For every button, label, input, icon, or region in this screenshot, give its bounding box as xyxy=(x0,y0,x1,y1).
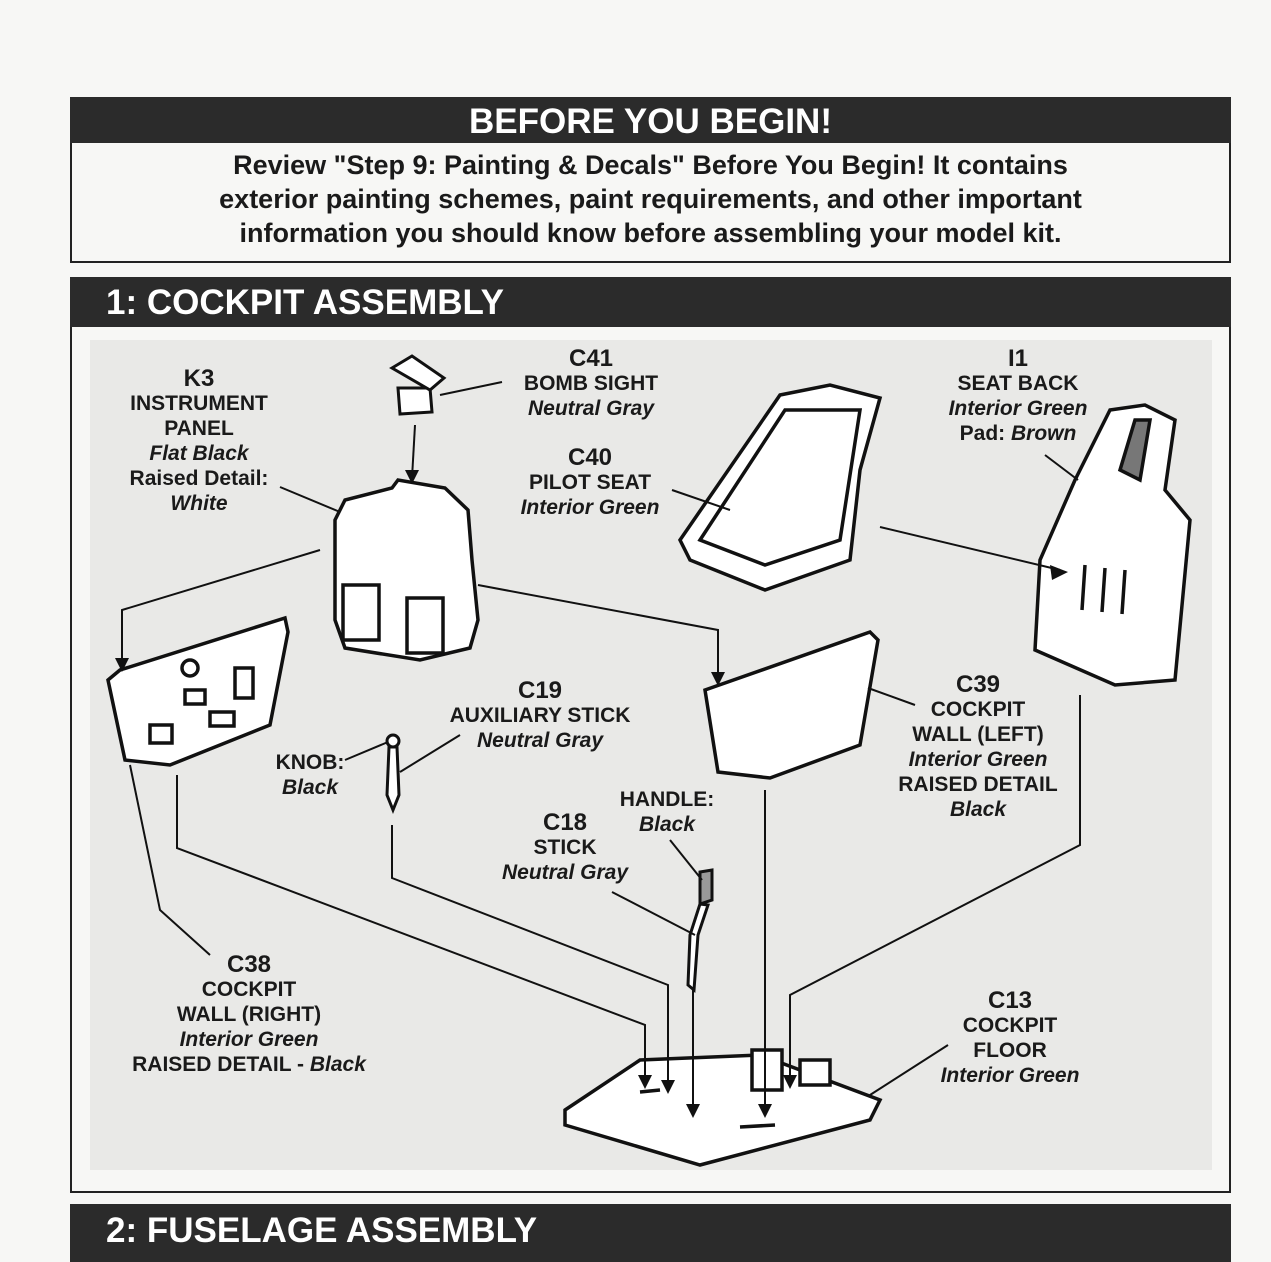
paint-color: Interior Green xyxy=(179,1028,319,1051)
part-name: FLOOR xyxy=(973,1039,1047,1062)
notice-line: information you should know before assem… xyxy=(239,218,1062,248)
part-name: COCKPIT xyxy=(930,698,1026,721)
fuselage-assembly-heading: 2: FUSELAGE ASSEMBLY xyxy=(70,1204,1231,1262)
cockpit-floor-part xyxy=(563,1048,883,1167)
paint-color: Interior Green xyxy=(948,397,1088,420)
paint-color: Neutral Gray xyxy=(527,397,655,420)
bomb-sight-part xyxy=(389,354,447,416)
label-i1-seat-back: I1 SEAT BACK Interior Green Pad: Brown xyxy=(918,346,1118,446)
assembly-diagram-panel xyxy=(90,340,1212,1170)
pad-label: Pad: xyxy=(959,422,1006,445)
part-name: SEAT BACK xyxy=(957,372,1079,395)
part-name: STICK xyxy=(533,836,597,859)
label-c19-auxiliary-stick: C19 AUXILIARY STICK Neutral Gray xyxy=(420,678,660,753)
detail-label: RAISED DETAIL xyxy=(898,773,1058,796)
part-number: C13 xyxy=(987,987,1033,1014)
label-c39-cockpit-wall-left: C39 COCKPIT WALL (LEFT) Interior Green R… xyxy=(878,672,1078,822)
notice-line: exterior painting schemes, paint require… xyxy=(219,184,1082,214)
detail-label: RAISED DETAIL - xyxy=(132,1053,310,1076)
detail-label: Raised Detail: xyxy=(129,467,269,490)
notice-line: Review "Step 9: Painting & Decals" Befor… xyxy=(233,150,1068,180)
label-handle: HANDLE: Black xyxy=(607,787,727,837)
before-you-begin-text: Review "Step 9: Painting & Decals" Befor… xyxy=(72,148,1229,250)
label-knob: KNOB: Black xyxy=(260,750,360,800)
label-c41-bomb-sight: C41 BOMB SIGHT Neutral Gray xyxy=(491,346,691,421)
part-number: C41 xyxy=(568,345,614,372)
handle-label: HANDLE: xyxy=(619,788,715,811)
paint-color: Flat Black xyxy=(149,442,249,465)
detail-color: Black xyxy=(309,1053,366,1076)
knob-label: KNOB: xyxy=(275,751,345,774)
part-name: PANEL xyxy=(164,417,234,440)
arrowheads xyxy=(115,470,1068,1118)
cockpit-wall-left-part xyxy=(703,629,880,780)
part-number: I1 xyxy=(1007,345,1028,372)
detail-color: White xyxy=(170,492,228,515)
auxiliary-stick-part xyxy=(385,733,401,815)
before-you-begin-heading: BEFORE YOU BEGIN! xyxy=(70,97,1231,143)
handle-color: Black xyxy=(638,813,696,836)
leader-lines xyxy=(121,381,1081,1110)
knob-color: Black xyxy=(281,776,339,799)
instrument-panel-part xyxy=(333,478,480,662)
paint-color: Interior Green xyxy=(940,1064,1080,1087)
label-c38-cockpit-wall-right: C38 COCKPIT WALL (RIGHT) Interior Green … xyxy=(109,952,389,1077)
part-number: C19 xyxy=(517,677,563,704)
paint-color: Neutral Gray xyxy=(476,729,604,752)
label-k3-instrument-panel: K3 INSTRUMENT PANEL Flat Black Raised De… xyxy=(99,366,299,516)
part-name: PILOT SEAT xyxy=(528,471,652,494)
part-name: COCKPIT xyxy=(201,978,297,1001)
detail-color: Black xyxy=(949,798,1007,821)
part-name: INSTRUMENT xyxy=(130,392,268,415)
paint-color: Neutral Gray xyxy=(501,861,629,884)
cockpit-assembly-heading: 1: COCKPIT ASSEMBLY xyxy=(70,277,1231,327)
stick-part xyxy=(686,868,714,994)
part-name: AUXILIARY STICK xyxy=(449,704,631,727)
part-number: K3 xyxy=(183,365,215,392)
paint-color: Interior Green xyxy=(520,496,660,519)
part-number: C40 xyxy=(567,444,613,471)
detail-line: RAISED DETAIL - Black xyxy=(109,1052,389,1077)
part-number: C38 xyxy=(226,951,272,978)
label-c13-cockpit-floor: C13 COCKPIT FLOOR Interior Green xyxy=(910,988,1110,1088)
part-name: BOMB SIGHT xyxy=(523,372,659,395)
label-c40-pilot-seat: C40 PILOT SEAT Interior Green xyxy=(490,445,690,520)
part-name: WALL (LEFT) xyxy=(912,723,1044,746)
seat-back-part xyxy=(1033,403,1192,687)
paint-color: Interior Green xyxy=(908,748,1048,771)
pilot-seat-part xyxy=(677,383,883,592)
part-name: WALL (RIGHT) xyxy=(176,1003,322,1026)
cockpit-wall-right-part xyxy=(106,615,290,767)
pad-color-line: Pad: Brown xyxy=(918,421,1118,446)
part-number: C39 xyxy=(955,671,1001,698)
pad-color: Brown xyxy=(1011,422,1077,445)
part-number: C18 xyxy=(542,809,588,836)
part-name: COCKPIT xyxy=(962,1014,1058,1037)
label-c18-stick: C18 STICK Neutral Gray xyxy=(485,810,645,885)
